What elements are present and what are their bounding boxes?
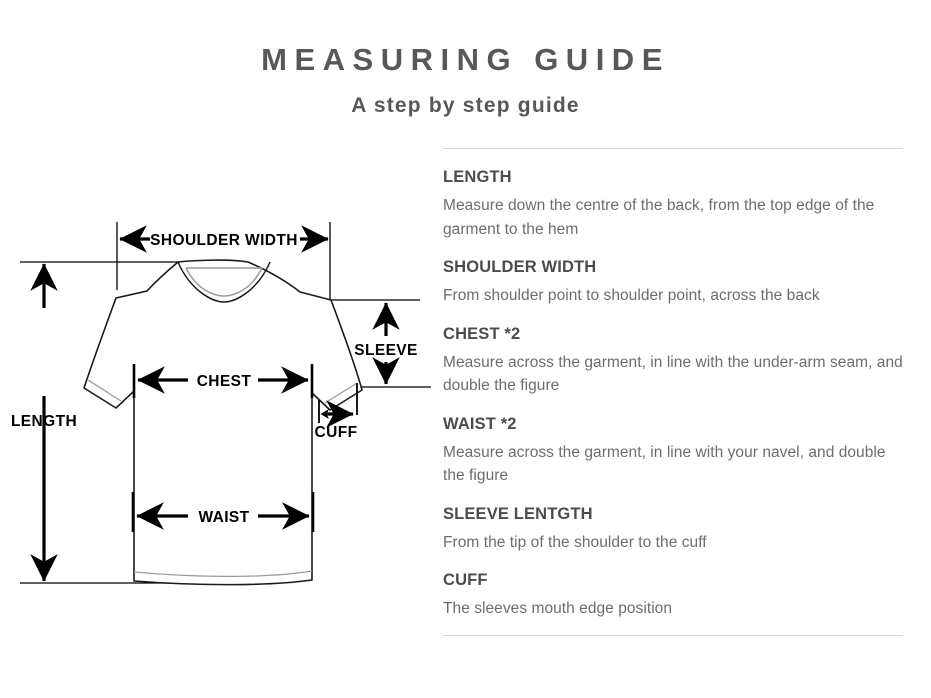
guide-desc-waist: Measure across the garment, in line with… bbox=[443, 443, 886, 485]
guide-term-sleeve-length: SLEEVE LENTGTH bbox=[443, 504, 593, 523]
guide-term-cuff: CUFF bbox=[443, 571, 488, 590]
cuff-measure: CUFF bbox=[315, 383, 358, 441]
body-hem-line bbox=[133, 570, 313, 578]
guide-term-length: LENGTH bbox=[443, 168, 512, 186]
guide-term-shoulder-width: SHOULDER WIDTH bbox=[443, 258, 597, 277]
side-seam-marks bbox=[131, 364, 315, 532]
measurement-guide-list: LENGTH Measure down the centre of the ba… bbox=[443, 148, 903, 636]
guide-term-chest: CHEST *2 bbox=[443, 324, 521, 343]
divider-top bbox=[443, 148, 903, 149]
page-subtitle: A step by step guide bbox=[351, 93, 580, 117]
page-title: MEASURING GUIDE bbox=[261, 42, 670, 77]
shoulder-width-label: SHOULDER WIDTH bbox=[150, 232, 298, 249]
cuff-label: CUFF bbox=[315, 424, 358, 441]
guide-entry-waist: WAIST *2 Measure across the garment, in … bbox=[443, 415, 903, 488]
guide-entries: LENGTH Measure down the centre of the ba… bbox=[443, 149, 903, 621]
chest-label: CHEST bbox=[197, 373, 252, 390]
guide-term-waist: WAIST *2 bbox=[443, 414, 517, 433]
guide-entry-shoulder-width: SHOULDER WIDTH From shoulder point to sh… bbox=[443, 258, 903, 308]
divider-bottom bbox=[443, 634, 903, 636]
sleeve-hem-bands bbox=[87, 379, 358, 404]
sleeve-label: SLEEVE bbox=[354, 342, 418, 359]
waist-measure: WAIST bbox=[136, 502, 310, 530]
page-header: MEASURING GUIDE A step by step guide bbox=[0, 0, 931, 117]
waist-label: WAIST bbox=[198, 509, 249, 526]
guide-entry-sleeve-length: SLEEVE LENTGTH From the tip of the shoul… bbox=[443, 505, 903, 555]
tshirt-outline bbox=[83, 259, 363, 586]
guide-desc-shoulder-width: From shoulder point to shoulder point, a… bbox=[443, 287, 820, 305]
guide-desc-length: Measure down the centre of the back, fro… bbox=[443, 196, 875, 238]
sleeve-measure: SLEEVE bbox=[354, 302, 418, 385]
tshirt-measurement-diagram: SHOULDER WIDTH LENGTH CHEST WAIST bbox=[0, 140, 431, 660]
guide-desc-sleeve-length: From the tip of the shoulder to the cuff bbox=[443, 533, 707, 551]
guide-desc-chest: Measure across the garment, in line with… bbox=[443, 353, 903, 395]
length-label: LENGTH bbox=[11, 413, 77, 430]
guide-desc-cuff: The sleeves mouth edge position bbox=[443, 600, 673, 618]
guide-entry-chest: CHEST *2 Measure across the garment, in … bbox=[443, 325, 903, 398]
shoulder-width-measure: SHOULDER WIDTH bbox=[119, 225, 329, 253]
chest-measure: CHEST bbox=[137, 366, 309, 394]
guide-entry-cuff: CUFF The sleeves mouth edge position bbox=[443, 571, 903, 621]
collar-detail bbox=[177, 261, 271, 303]
guide-entry-length: LENGTH Measure down the centre of the ba… bbox=[443, 168, 903, 241]
length-measure: LENGTH bbox=[11, 263, 77, 582]
